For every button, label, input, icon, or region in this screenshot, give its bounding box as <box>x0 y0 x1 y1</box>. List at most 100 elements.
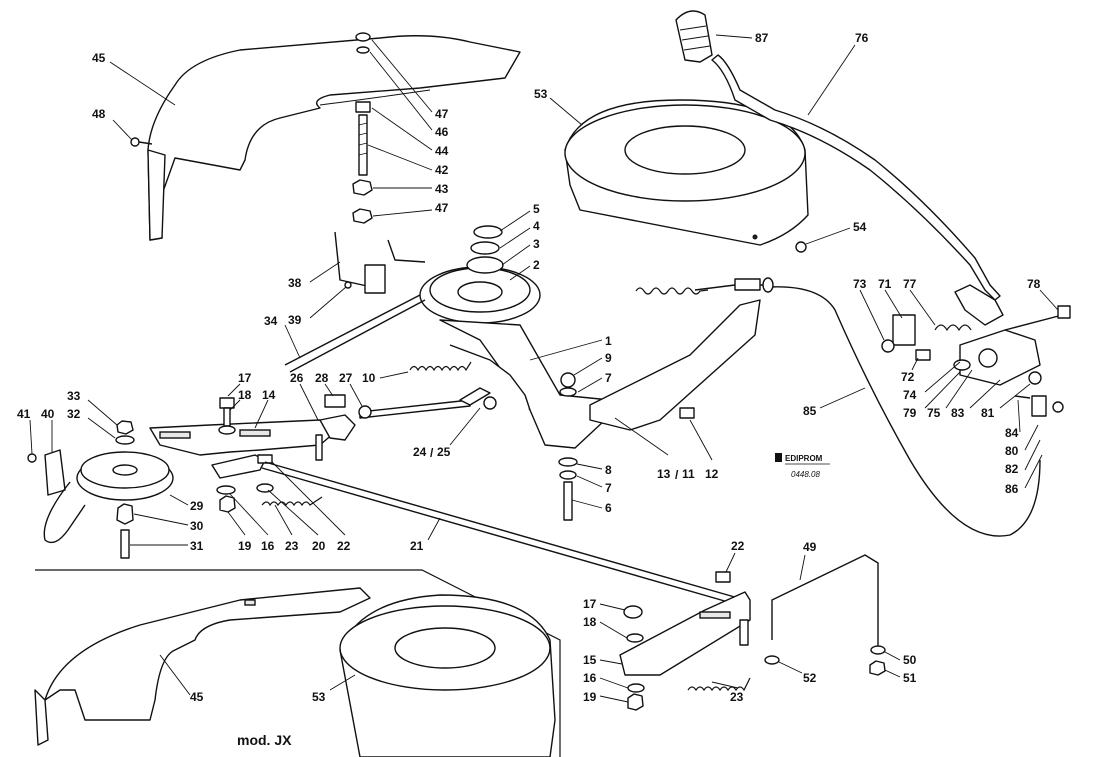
callout-13-slash: / <box>675 468 679 482</box>
callout-9: 9 <box>605 351 612 365</box>
callout-17-lower: 17 <box>583 597 597 611</box>
callout-52: 52 <box>803 671 817 685</box>
callout-16-upper: 16 <box>261 539 275 553</box>
callout-18-upper: 18 <box>238 388 252 402</box>
callout-3: 3 <box>533 237 540 251</box>
bracket-assembly-part <box>881 305 1071 417</box>
callout-53-inset: 53 <box>312 690 326 704</box>
callout-14: 14 <box>262 388 276 402</box>
callout-16-lower: 16 <box>583 671 597 685</box>
callout-27: 27 <box>339 371 353 385</box>
inset-cover-part <box>339 594 556 757</box>
callout-50: 50 <box>903 653 917 667</box>
inset-title: mod. JX <box>237 732 292 748</box>
stud-assembly-part <box>352 32 373 224</box>
callout-79: 79 <box>903 406 917 420</box>
tensioner-arm-part <box>409 299 761 521</box>
idler-arm-part <box>149 394 372 461</box>
callout-22-upper: 22 <box>337 539 351 553</box>
callout-21: 21 <box>410 539 424 553</box>
callout-7-lower: 7 <box>605 481 612 495</box>
callout-83: 83 <box>951 406 965 420</box>
pulley-cover-part <box>564 99 809 246</box>
callout-4: 4 <box>533 219 540 233</box>
callout-12: 12 <box>705 467 719 481</box>
callout-53: 53 <box>534 87 548 101</box>
callout-46: 46 <box>435 125 449 139</box>
callout-41: 41 <box>17 407 31 421</box>
callout-8: 8 <box>605 463 612 477</box>
callout-layer: 87 76 45 48 47 46 44 42 43 47 53 5 <box>17 31 1059 704</box>
callout-44: 44 <box>435 144 449 158</box>
callout-15: 15 <box>583 653 597 667</box>
callout-87: 87 <box>755 31 769 45</box>
spring-part <box>635 287 709 295</box>
callout-32: 32 <box>67 407 81 421</box>
callout-45-inset: 45 <box>190 690 204 704</box>
callout-74: 74 <box>903 388 917 402</box>
callout-39: 39 <box>288 313 302 327</box>
callout-43: 43 <box>435 182 449 196</box>
belt-part <box>284 294 426 373</box>
callout-78: 78 <box>1027 277 1041 291</box>
callout-7-upper: 7 <box>605 371 612 385</box>
belt-guard-part <box>147 35 521 241</box>
callout-38: 38 <box>288 276 302 290</box>
callout-29: 29 <box>190 499 204 513</box>
cable-part <box>694 277 1041 537</box>
inset-guard-part <box>34 587 371 746</box>
callout-11: 11 <box>682 467 695 481</box>
hook-rod-part <box>764 554 886 676</box>
lower-linkage-part <box>211 454 323 513</box>
callout-1: 1 <box>605 334 612 348</box>
callout-73: 73 <box>853 277 867 291</box>
bracket-38-part <box>334 231 426 294</box>
callout-28: 28 <box>315 371 329 385</box>
callout-47-top: 47 <box>435 107 449 121</box>
callout-80: 80 <box>1005 444 1019 458</box>
callout-23-lower: 23 <box>730 690 744 704</box>
drawing-code: 0448.08 <box>791 470 820 479</box>
callout-20: 20 <box>312 539 326 553</box>
callout-31: 31 <box>190 539 204 553</box>
callout-81: 81 <box>981 406 995 420</box>
callout-22-lower: 22 <box>731 539 745 553</box>
callout-77: 77 <box>903 277 917 291</box>
callout-75: 75 <box>927 406 941 420</box>
callout-25: 25 <box>437 445 451 459</box>
callout-42: 42 <box>435 163 449 177</box>
callout-18-lower: 18 <box>583 615 597 629</box>
rod-21-part <box>261 461 746 607</box>
callout-17-upper: 17 <box>238 371 252 385</box>
callout-10: 10 <box>362 371 376 385</box>
callout-24-slash: / <box>430 446 434 460</box>
brand-stamp: EDIPROM 0448.08 <box>775 453 830 479</box>
callout-85: 85 <box>803 404 817 418</box>
callout-76: 76 <box>855 31 869 45</box>
lever-part <box>711 54 1004 326</box>
brand-name: EDIPROM <box>785 454 823 463</box>
callout-48: 48 <box>92 107 106 121</box>
callout-47-lower: 47 <box>435 201 449 215</box>
main-pulley-part <box>419 225 541 324</box>
callout-34: 34 <box>264 314 278 328</box>
callout-40: 40 <box>41 407 55 421</box>
callout-5: 5 <box>533 202 540 216</box>
idler-pulley-part <box>76 420 174 559</box>
callout-23-upper: 23 <box>285 539 299 553</box>
callout-30: 30 <box>190 519 204 533</box>
callout-26: 26 <box>290 371 304 385</box>
callout-71: 71 <box>878 277 892 291</box>
screw-54-part <box>795 241 807 253</box>
bracket-40-part <box>27 449 86 544</box>
callout-84: 84 <box>1005 426 1019 440</box>
callout-19-upper: 19 <box>238 539 252 553</box>
callout-49: 49 <box>803 540 817 554</box>
callout-54: 54 <box>853 220 867 234</box>
callout-2: 2 <box>533 258 540 272</box>
callout-24: 24 <box>413 445 427 459</box>
callout-45: 45 <box>92 51 106 65</box>
callout-86: 86 <box>1005 482 1019 496</box>
callout-33: 33 <box>67 389 81 403</box>
